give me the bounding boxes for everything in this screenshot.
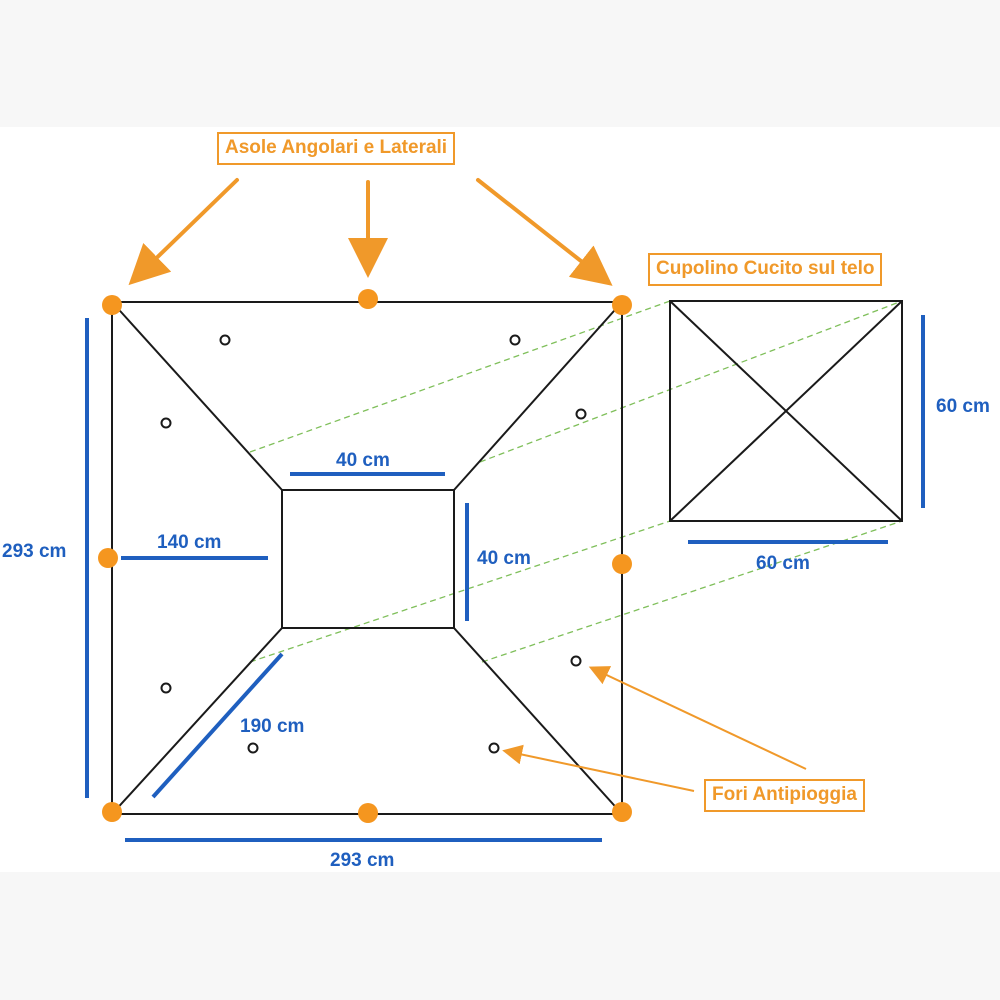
projection-line — [249, 300, 671, 453]
grommet — [612, 802, 632, 822]
inner-square — [281, 489, 455, 629]
arrow-fori-lower — [502, 744, 695, 792]
grommet — [358, 803, 378, 823]
dim-label-inner-top: 40 cm — [336, 450, 390, 471]
grommets — [98, 289, 632, 823]
grommet — [98, 548, 118, 568]
dimension-lines — [85, 315, 925, 842]
hip-line-bottom-left — [111, 627, 283, 815]
rain-hole — [575, 408, 587, 420]
rain-hole — [160, 682, 172, 694]
arrow-asole-left — [128, 178, 239, 286]
rain-hole — [509, 334, 521, 346]
rain-hole — [570, 655, 582, 667]
fori-arrows — [502, 666, 807, 792]
cupolino-callout: Cupolino Cucito sul telo — [648, 253, 883, 286]
rain-hole — [247, 742, 259, 754]
hip-line-top-right — [453, 301, 623, 491]
projection-line — [249, 520, 671, 663]
arrow-fori-upper — [588, 666, 807, 770]
grommet — [102, 295, 122, 315]
grommet — [102, 802, 122, 822]
hip-line-top-left — [111, 301, 283, 491]
callout-arrows — [128, 178, 613, 286]
asole-callout: Asole Angolari e Laterali — [217, 132, 456, 165]
rain-hole — [160, 417, 172, 429]
projection-lines — [249, 300, 903, 663]
dim-label-offset: 140 cm — [157, 532, 222, 553]
hip-line-bottom-right — [453, 627, 623, 815]
dim-label-inner-right: 40 cm — [477, 548, 531, 569]
dim-label-cap-height: 60 cm — [936, 396, 990, 417]
cap-outline — [669, 300, 903, 522]
cap-diagonal — [669, 300, 903, 522]
rain-holes — [160, 334, 587, 754]
projection-line — [479, 300, 903, 463]
dim-label-outer-height: 293 cm — [2, 541, 67, 562]
grommet — [358, 289, 378, 309]
dim-label-cap-width: 60 cm — [756, 553, 810, 574]
dim-label-diagonal: 190 cm — [240, 716, 305, 737]
fori-callout: Fori Antipioggia — [704, 779, 865, 812]
dim-line-diagonal — [151, 652, 284, 799]
dim-label-outer-width: 293 cm — [330, 850, 395, 871]
rain-hole — [219, 334, 231, 346]
grommet — [612, 554, 632, 574]
projection-line — [481, 520, 903, 663]
arrow-asole-right — [476, 178, 613, 286]
grommet — [612, 295, 632, 315]
cap-square — [669, 300, 903, 522]
rain-hole — [488, 742, 500, 754]
